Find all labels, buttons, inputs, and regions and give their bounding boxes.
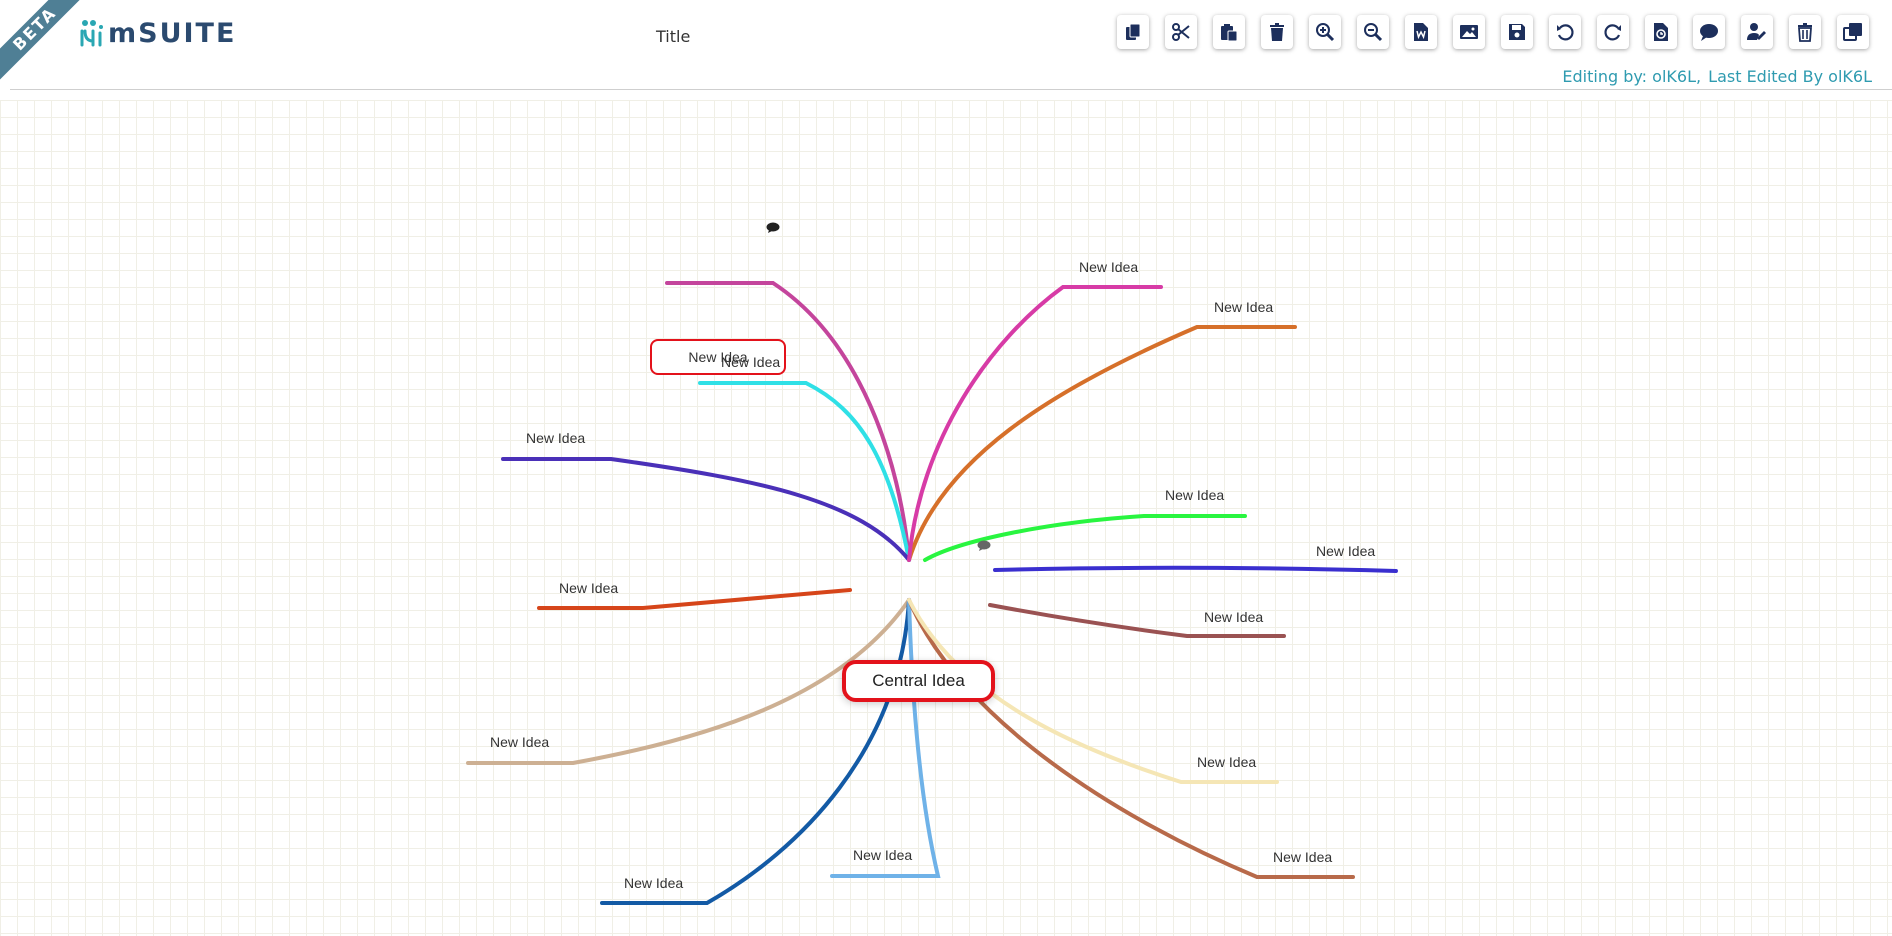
header-divider [10,89,1892,90]
comment-icon [1700,24,1718,41]
save-button[interactable] [1501,15,1533,49]
selected-node-label: New Idea [688,349,748,365]
editing-status: Editing by: olK6L, Last Edited By olK6L [1560,67,1872,86]
logo-text: mSUITE [108,18,237,49]
idea-node-label[interactable]: New Idea [1165,487,1225,503]
clear-button[interactable] [1789,15,1821,49]
beta-ribbon: BETA [0,0,90,90]
branch-line[interactable] [907,598,1355,879]
word-icon [1414,23,1428,41]
copy-button[interactable] [1117,15,1149,49]
history-button[interactable] [1645,15,1677,49]
idea-node-label[interactable]: New Idea [1197,754,1257,770]
paste-button[interactable] [1213,15,1245,49]
mSUITE-logo[interactable]: mSUITE [80,18,236,49]
clone-icon [1843,23,1862,41]
branch-line[interactable] [501,457,911,562]
zoom-out-button[interactable] [1357,15,1389,49]
duplicate-button[interactable] [1837,15,1869,49]
user-edit-icon [1747,23,1766,40]
branch-line[interactable] [907,598,1279,784]
branch-line[interactable] [698,381,911,562]
export-image-button[interactable] [1453,15,1485,49]
redo-button[interactable] [1597,15,1629,49]
export-word-button[interactable] [1405,15,1437,49]
scissors-icon [1172,23,1190,41]
idea-node-label[interactable]: New Idea [559,580,619,596]
idea-node-label[interactable]: New Idea [526,430,586,446]
idea-node-label[interactable]: New Idea [490,734,550,750]
copy-icon [1126,23,1141,40]
cut-button[interactable] [1165,15,1197,49]
comment-button[interactable] [1693,15,1725,49]
redo-icon [1604,24,1621,41]
save-icon [1509,24,1525,40]
delete-button[interactable] [1261,15,1293,49]
undo-icon [1557,24,1574,41]
app-header: BETA mSUITE Title Editing by: olK6L, Las… [0,0,1892,89]
central-idea-label: Central Idea [872,671,965,690]
idea-node-label[interactable]: New Idea [1214,299,1274,315]
comment-icon[interactable] [977,540,991,552]
branch-line[interactable] [907,325,1297,562]
zoom-out-icon [1364,23,1383,42]
branch-line[interactable] [830,598,941,878]
branch-line[interactable] [993,565,1398,573]
idea-node-label[interactable]: New Idea [1079,259,1139,275]
editing-by: Editing by: olK6L, [1562,67,1702,86]
idea-node-label[interactable]: New Idea [1204,609,1264,625]
idea-node-label[interactable]: New Idea [721,354,781,370]
branch-line[interactable] [537,588,852,610]
comment-icon[interactable] [766,222,780,234]
idea-node-label[interactable]: New Idea [1316,543,1376,559]
branch-line[interactable] [923,514,1247,562]
branch-line[interactable] [466,598,911,765]
selected-idea-node[interactable]: New Idea [650,339,786,375]
mindmap-branches [466,281,1398,905]
idea-node-label[interactable]: New Idea [624,875,684,891]
central-idea-node[interactable]: Central Idea [842,660,995,702]
toolbar [1117,15,1869,49]
paste-icon [1221,24,1238,42]
image-icon [1460,25,1478,39]
undo-button[interactable] [1549,15,1581,49]
branch-line[interactable] [907,285,1163,562]
last-edited-by: Last Edited By olK6L [1708,67,1872,86]
logo-icon [80,19,103,46]
history-icon [1654,23,1668,41]
user-edit-button[interactable] [1741,15,1773,49]
document-title[interactable]: Title [656,27,691,46]
branch-line[interactable] [988,603,1286,638]
beta-label: BETA [0,0,89,83]
trash-icon [1270,23,1284,41]
zoom-in-button[interactable] [1309,15,1341,49]
zoom-in-icon [1316,23,1335,42]
branch-line[interactable] [665,281,911,562]
idea-node-label[interactable]: New Idea [1273,849,1333,865]
idea-node-label[interactable]: New Idea [853,847,913,863]
trash-alt-icon [1798,23,1812,42]
